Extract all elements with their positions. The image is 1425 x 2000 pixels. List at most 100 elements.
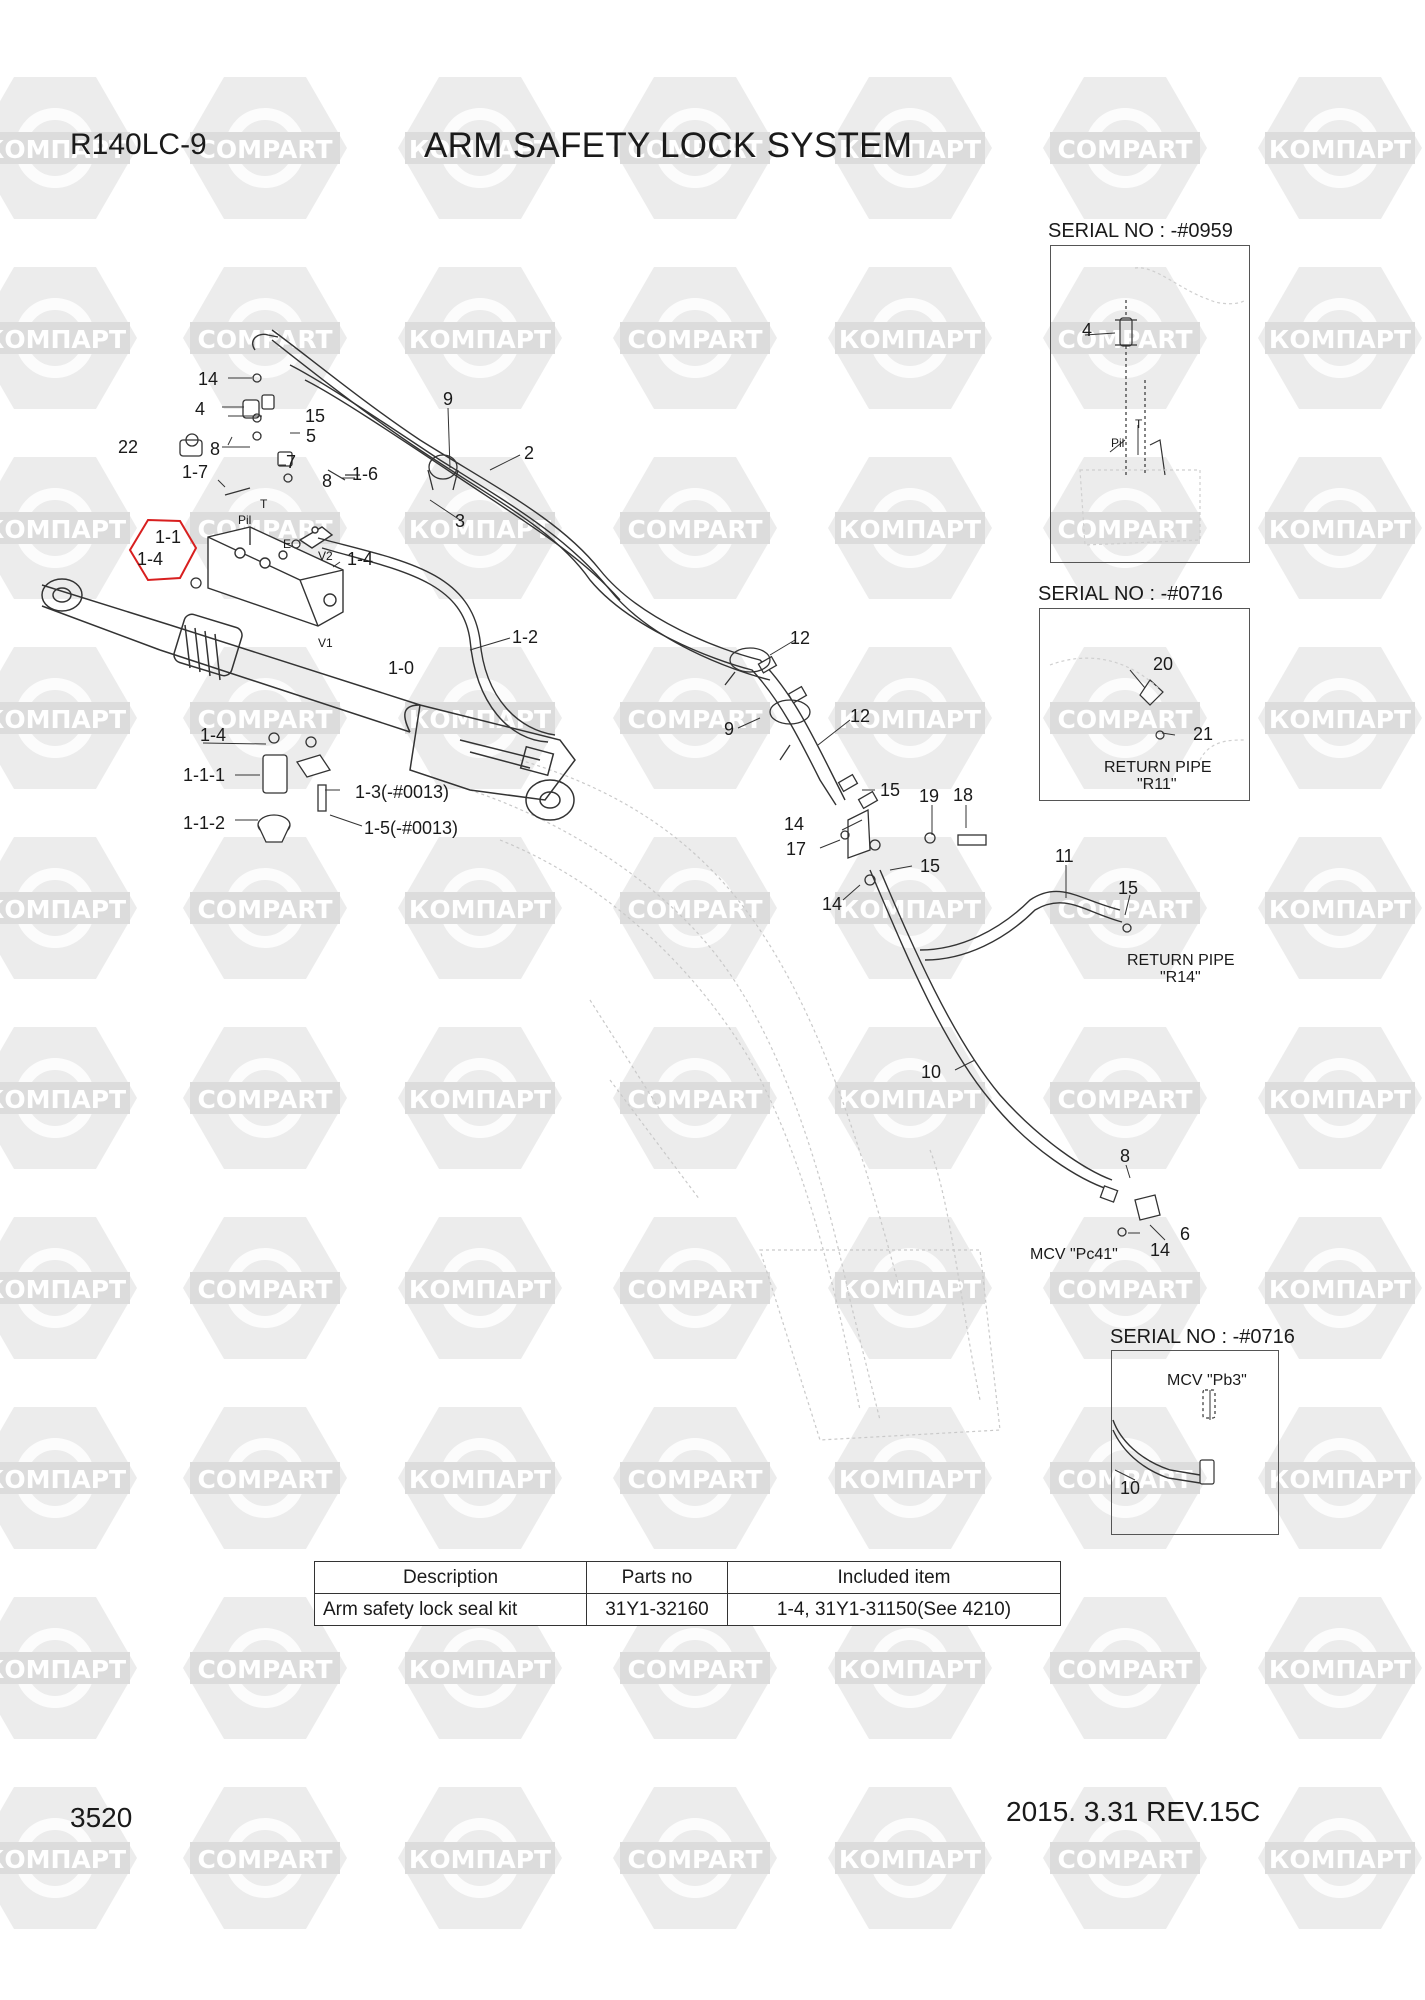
callout: 3: [455, 511, 465, 531]
watermark-logo: КОМПАРТ: [398, 1407, 562, 1549]
callout: 1-4: [347, 549, 373, 569]
svg-text:КОМПАРТ: КОМПАРТ: [839, 1845, 981, 1874]
arm-cylinder: [41, 578, 576, 821]
inset-serial-label: SERIAL NO : -#0716: [1110, 1326, 1295, 1348]
svg-text:COMPART: COMPART: [197, 1275, 332, 1304]
svg-text:COMPART: COMPART: [197, 325, 332, 354]
callouts: 14 4 15 22 8 5 7 8 1-7 1-6 9 2 3 1-1 1-4…: [118, 369, 1190, 1260]
table-cell: 1-4, 31Y1-31150(See 4210): [727, 1593, 1061, 1626]
mcv-pc41-label: MCV "Pc41": [1030, 1246, 1118, 1263]
callout: 10: [921, 1062, 941, 1082]
callout: 1-1-1: [183, 765, 225, 785]
callout: 9: [443, 389, 453, 409]
watermark-logo: COMPART: [613, 267, 777, 409]
seal-kit-table: Description Parts no Included item Arm s…: [314, 1561, 1061, 1626]
svg-text:КОМПАРТ: КОМПАРТ: [1269, 1655, 1411, 1684]
svg-text:КОМПАРТ: КОМПАРТ: [1269, 325, 1411, 354]
svg-text:КОМПАРТ: КОМПАРТ: [1269, 895, 1411, 924]
svg-text:КОМПАРТ: КОМПАРТ: [1269, 1275, 1411, 1304]
callout: 1-1: [155, 527, 181, 547]
inset2-note: "R11": [1137, 776, 1177, 793]
svg-text:COMPART: COMPART: [627, 135, 762, 164]
callout: 15: [305, 406, 325, 426]
callout: 1-4: [137, 549, 163, 569]
watermark-logo: COMPART: [613, 647, 777, 789]
svg-text:COMPART: COMPART: [197, 1845, 332, 1874]
callout: 9: [724, 719, 734, 739]
svg-text:КОМПАРТ: КОМПАРТ: [839, 1655, 981, 1684]
callout: 15: [880, 780, 900, 800]
svg-text:КОМПАРТ: КОМПАРТ: [409, 1085, 551, 1114]
watermark-logo: КОМПАРТ: [828, 457, 992, 599]
watermark-logo: COMPART: [183, 837, 347, 979]
svg-text:КОМПАРТ: КОМПАРТ: [839, 325, 981, 354]
watermark-logo: COMPART: [1043, 1027, 1207, 1169]
inset1-callout: 4: [1082, 320, 1092, 340]
watermark-logo: КОМПАРТ: [398, 457, 562, 599]
watermark-logo: КОМПАРТ: [0, 647, 137, 789]
watermark-logo: КОМПАРТ: [1258, 1787, 1422, 1929]
inset-serial-label: SERIAL NO : -#0716: [1038, 583, 1223, 605]
callout: 14: [198, 369, 218, 389]
svg-text:COMPART: COMPART: [1057, 1845, 1192, 1874]
svg-text:COMPART: COMPART: [627, 1465, 762, 1494]
callout: 1-3(-#0013): [355, 782, 449, 802]
callout: 5: [306, 426, 316, 446]
watermark-logo: КОМПАРТ: [1258, 837, 1422, 979]
inset-sketches: [1049, 267, 1246, 1485]
inset2-note: RETURN PIPE: [1104, 759, 1212, 776]
watermark-logo: КОМПАРТ: [398, 1027, 562, 1169]
port-v2: V2: [318, 549, 333, 563]
watermark-logo: COMPART: [613, 1027, 777, 1169]
svg-text:КОМПАРТ: КОМПАРТ: [1269, 1845, 1411, 1874]
watermark-logo: КОМПАРТ: [398, 647, 562, 789]
callout: 22: [118, 437, 138, 457]
watermark-logo: КОМПАРТ: [828, 837, 992, 979]
callout: 15: [920, 856, 940, 876]
svg-text:COMPART: COMPART: [1057, 515, 1192, 544]
callout: 15: [1118, 878, 1138, 898]
port-pil: Pil: [238, 513, 251, 527]
svg-text:КОМПАРТ: КОМПАРТ: [1269, 1465, 1411, 1494]
callout: 1-6: [352, 464, 378, 484]
table-cell: 31Y1-32160: [586, 1593, 728, 1626]
watermark-logo: COMPART: [1043, 1597, 1207, 1739]
svg-text:КОМПАРТ: КОМПАРТ: [409, 1465, 551, 1494]
page-number: 3520: [70, 1802, 133, 1833]
watermark-logo: КОМПАРТ: [1258, 647, 1422, 789]
callout: 1-2: [512, 627, 538, 647]
watermark-logo: КОМПАРТ: [398, 1597, 562, 1739]
column-header: Description: [314, 1561, 587, 1594]
svg-text:COMPART: COMPART: [627, 895, 762, 924]
svg-text:COMPART: COMPART: [627, 515, 762, 544]
watermark-logo: КОМПАРТ: [1258, 1217, 1422, 1359]
svg-text:КОМПАРТ: КОМПАРТ: [1269, 1085, 1411, 1114]
date-revision: 2015. 3.31 REV.15C: [1006, 1796, 1261, 1827]
watermark-logo: КОМПАРТ: [398, 1217, 562, 1359]
model-name: R140LC-9: [70, 128, 207, 161]
watermark-logo: КОМПАРТ: [0, 1217, 137, 1359]
callout: 4: [195, 399, 205, 419]
svg-text:COMPART: COMPART: [1057, 325, 1192, 354]
watermark-logo: КОМПАРТ: [828, 1597, 992, 1739]
svg-text:COMPART: COMPART: [627, 1655, 762, 1684]
svg-text:COMPART: COMPART: [1057, 895, 1192, 924]
inset-serial-label: SERIAL NO : -#0959: [1048, 220, 1233, 242]
svg-text:COMPART: COMPART: [627, 705, 762, 734]
watermark-logo: КОМПАРТ: [398, 1787, 562, 1929]
watermark-logo: COMPART: [183, 1787, 347, 1929]
callout: 14: [784, 814, 804, 834]
callout: 18: [953, 785, 973, 805]
watermark-logo: КОМПАРТ: [0, 267, 137, 409]
watermark-logo: КОМПАРТ: [1258, 1597, 1422, 1739]
watermark-logo: COMPART: [613, 457, 777, 599]
watermark-logo: COMPART: [613, 77, 777, 219]
callout: 7: [286, 452, 296, 472]
svg-text:КОМПАРТ: КОМПАРТ: [839, 1275, 981, 1304]
svg-text:COMPART: COMPART: [627, 1085, 762, 1114]
callout: 19: [919, 786, 939, 806]
callout: 1-1-2: [183, 813, 225, 833]
port-v1: V1: [318, 636, 333, 650]
callout: 12: [790, 628, 810, 648]
